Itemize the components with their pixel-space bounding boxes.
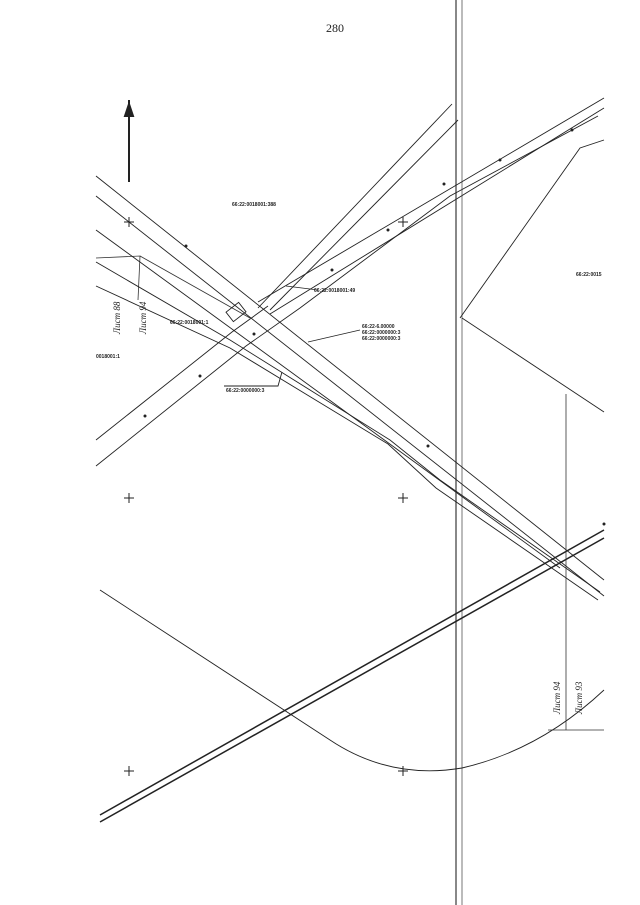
sheet-label: Лист 94 xyxy=(552,681,562,715)
curved-boundary xyxy=(99,589,605,772)
north-arrow-icon xyxy=(123,100,135,182)
grid-cross-icon xyxy=(124,217,408,776)
parcel-label: 66:22:0000000:3 xyxy=(226,388,265,394)
lower-road-strip xyxy=(99,529,605,823)
zone-label: 66:22:0000000:3 xyxy=(362,336,401,342)
sheet-frame-line xyxy=(455,0,463,905)
building-outline xyxy=(224,301,283,387)
parcel-label: 66:22:0015 xyxy=(576,272,602,278)
road-corridor xyxy=(95,175,605,601)
sheet-division-line-lower xyxy=(548,394,604,731)
parcel-label: 0018001:1 xyxy=(96,354,120,360)
leader-lines xyxy=(285,285,361,343)
sheet-label: Лист 88 xyxy=(112,301,122,335)
parcel-label: 66:22:0018001:49 xyxy=(314,288,355,294)
zone-label: 66:22:0000000:3 xyxy=(362,330,401,336)
feeder-road-strip xyxy=(95,97,605,467)
parcel-label: 66:22:0018001:1 xyxy=(170,320,209,326)
boundary-points xyxy=(143,128,606,526)
sheet-label: Лист 93 xyxy=(574,681,584,715)
page-number: 280 xyxy=(326,21,344,35)
parcel-boundary xyxy=(461,317,605,413)
sheet-label: Лист 94 xyxy=(138,301,148,335)
parcel-label: 66:22:0018001:388 xyxy=(232,202,276,208)
zone-label: 66:22-6.00000 xyxy=(362,324,395,330)
